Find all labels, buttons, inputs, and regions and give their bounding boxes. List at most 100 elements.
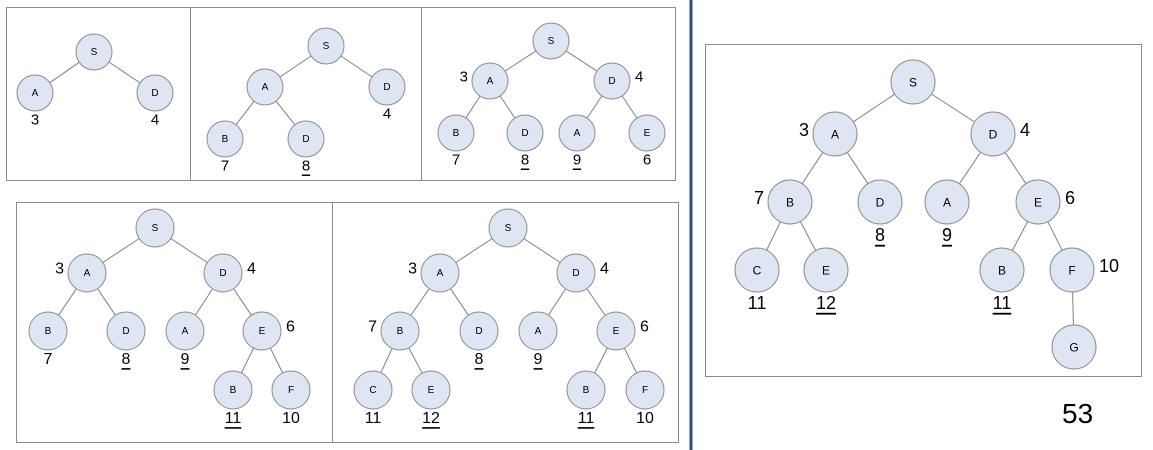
node-label: B	[45, 326, 52, 337]
tree-edge	[170, 238, 208, 263]
node-circle	[380, 311, 420, 351]
cost-label-underlined: 8	[875, 225, 885, 245]
cost-label: 3	[799, 120, 809, 140]
cost-label: 4	[600, 261, 609, 278]
node-circle	[767, 179, 813, 225]
node-label: E	[613, 326, 620, 337]
tree-node-c: C	[353, 370, 393, 410]
cost-label: 4	[1020, 120, 1030, 140]
tree-node-e: E	[596, 311, 636, 351]
node-circle	[812, 111, 858, 157]
tree-edge	[1072, 291, 1074, 326]
tree-edge	[108, 61, 141, 84]
tree-node-b: B	[380, 311, 420, 351]
node-circle	[75, 33, 113, 71]
tree-edge	[499, 95, 516, 119]
node-label: A	[535, 326, 542, 337]
node-circle	[803, 247, 849, 293]
tree-node-b: B	[979, 247, 1025, 293]
node-circle	[135, 208, 175, 248]
tree-edge	[621, 95, 638, 119]
page-number: 53	[1062, 398, 1094, 429]
tree-edge	[958, 151, 982, 185]
cost-label: 6	[1065, 188, 1075, 208]
node-circle	[287, 120, 325, 158]
node-label: E	[259, 326, 266, 337]
tree-edge	[547, 288, 567, 316]
node-circle	[28, 311, 68, 351]
tree-edge	[102, 238, 140, 263]
tree-node-d: D	[106, 311, 146, 351]
cost-label-underlined: 9	[534, 351, 543, 368]
node-circle	[625, 370, 665, 410]
tree-node-f: F	[271, 370, 311, 410]
node-label: A	[182, 326, 189, 337]
node-circle	[857, 179, 903, 225]
tree-node-f: F	[625, 370, 665, 410]
tree-node-a: A	[924, 179, 970, 225]
node-circle	[420, 253, 460, 293]
tree-node-f: F	[1049, 247, 1095, 293]
tree-edge	[450, 288, 469, 316]
tree-node-b: B	[437, 114, 475, 152]
node-label: A	[487, 76, 494, 87]
tree-node-d: D	[459, 311, 499, 351]
node-label: A	[84, 268, 91, 279]
node-label: D	[302, 134, 309, 145]
node-label: D	[608, 76, 615, 87]
tree-edge	[455, 238, 493, 263]
cost-label-underlined: 11	[993, 293, 1012, 313]
node-label: D	[989, 128, 998, 142]
tree-node-e: E	[803, 247, 849, 293]
tree-node-s: S	[488, 208, 528, 248]
cost-label: 3	[31, 112, 39, 129]
node-circle	[353, 370, 393, 410]
tree-node-b: B	[213, 370, 253, 410]
node-circle	[1051, 324, 1097, 370]
tree-node-s: S	[75, 33, 113, 71]
cost-label: 10	[1099, 256, 1119, 276]
node-circle	[136, 74, 174, 112]
node-label: G	[1069, 341, 1078, 355]
tree-edge	[594, 347, 608, 374]
node-label: D	[572, 268, 579, 279]
node-circle	[628, 114, 666, 152]
node-circle	[165, 311, 205, 351]
cost-label: 7	[754, 188, 764, 208]
node-circle	[558, 114, 596, 152]
tree-node-d: D	[287, 120, 325, 158]
cost-label-underlined: 8	[302, 158, 310, 175]
node-label: A	[574, 128, 581, 139]
tree-edge	[766, 221, 781, 251]
tree-node-d: D	[506, 114, 544, 152]
tree-node-a: A	[420, 253, 460, 293]
cost-label: 4	[151, 112, 159, 129]
tree-node-d: D	[593, 62, 631, 100]
node-circle	[566, 370, 606, 410]
node-label: A	[262, 82, 269, 93]
node-circle	[518, 311, 558, 351]
tree-edge	[410, 288, 430, 316]
node-label: A	[32, 88, 39, 99]
tree-node-a: A	[16, 74, 54, 112]
node-label: E	[822, 264, 830, 278]
panel-frame-top	[6, 7, 676, 181]
node-circle	[307, 27, 345, 65]
cost-label-underlined: 12	[816, 293, 836, 313]
node-label: B	[397, 326, 404, 337]
node-label: E	[1034, 196, 1042, 210]
tree-node-d: D	[136, 74, 174, 112]
node-circle	[734, 247, 780, 293]
node-label: B	[583, 385, 590, 396]
node-circle	[246, 68, 284, 106]
node-circle	[890, 59, 936, 105]
tree-edge	[275, 100, 296, 126]
tree-node-d: D	[368, 68, 406, 106]
node-label: B	[453, 128, 460, 139]
tree-node-a: A	[165, 311, 205, 351]
node-label: D	[151, 88, 158, 99]
node-label: F	[1068, 264, 1075, 278]
cost-label-underlined: 8	[521, 152, 529, 169]
